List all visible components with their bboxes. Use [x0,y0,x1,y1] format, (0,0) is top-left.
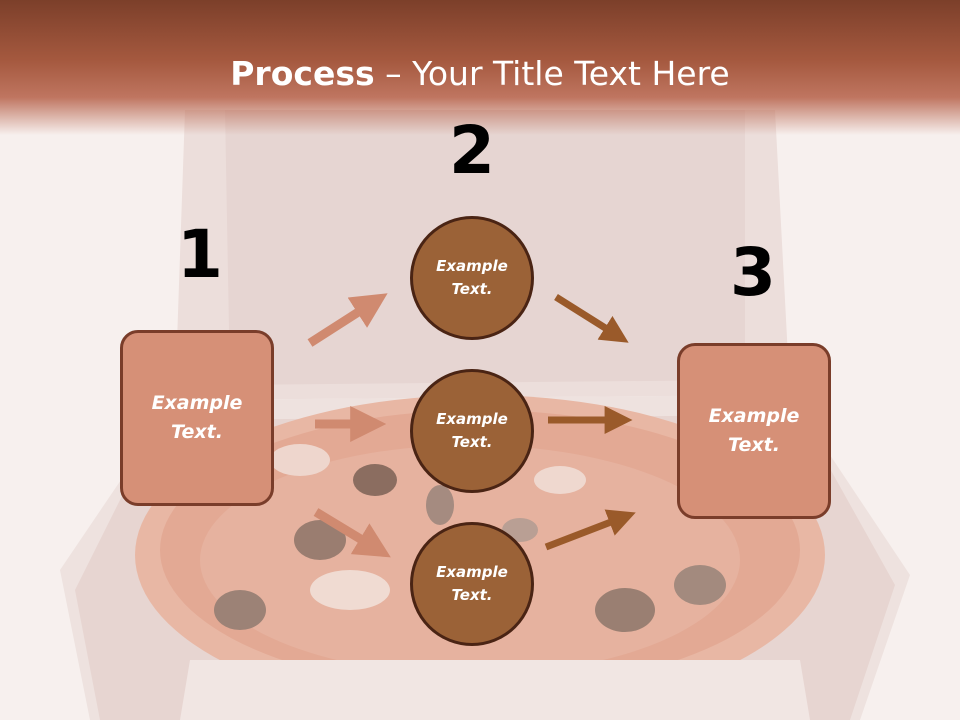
step-3-label: Example Text. [708,405,800,456]
step-number-3: 3 [730,234,776,311]
step-3-box: Example Text. [677,343,831,519]
arrow-out-top [554,294,629,343]
step-2-circle-middle: Example Text. [410,369,534,493]
arrow-in-bottom [313,508,391,558]
circle-middle-label: Example Text. [436,410,508,451]
title-light: – Your Title Text Here [374,54,730,93]
step-number-2: 2 [449,112,495,189]
title-band [0,0,960,135]
arrow-out-bottom [544,509,636,551]
title-bold: Process [230,54,375,93]
step-1-box: Example Text. [120,330,274,506]
step-2-circle-bottom: Example Text. [410,522,534,646]
step-2-circle-top: Example Text. [410,216,534,340]
slide-title: Process – Your Title Text Here [0,52,960,96]
arrow-in-top [307,293,388,347]
step-1-label: Example Text. [151,392,243,443]
circle-top-label: Example Text. [436,257,508,298]
step-number-1: 1 [177,216,223,293]
circle-bottom-label: Example Text. [436,563,508,604]
